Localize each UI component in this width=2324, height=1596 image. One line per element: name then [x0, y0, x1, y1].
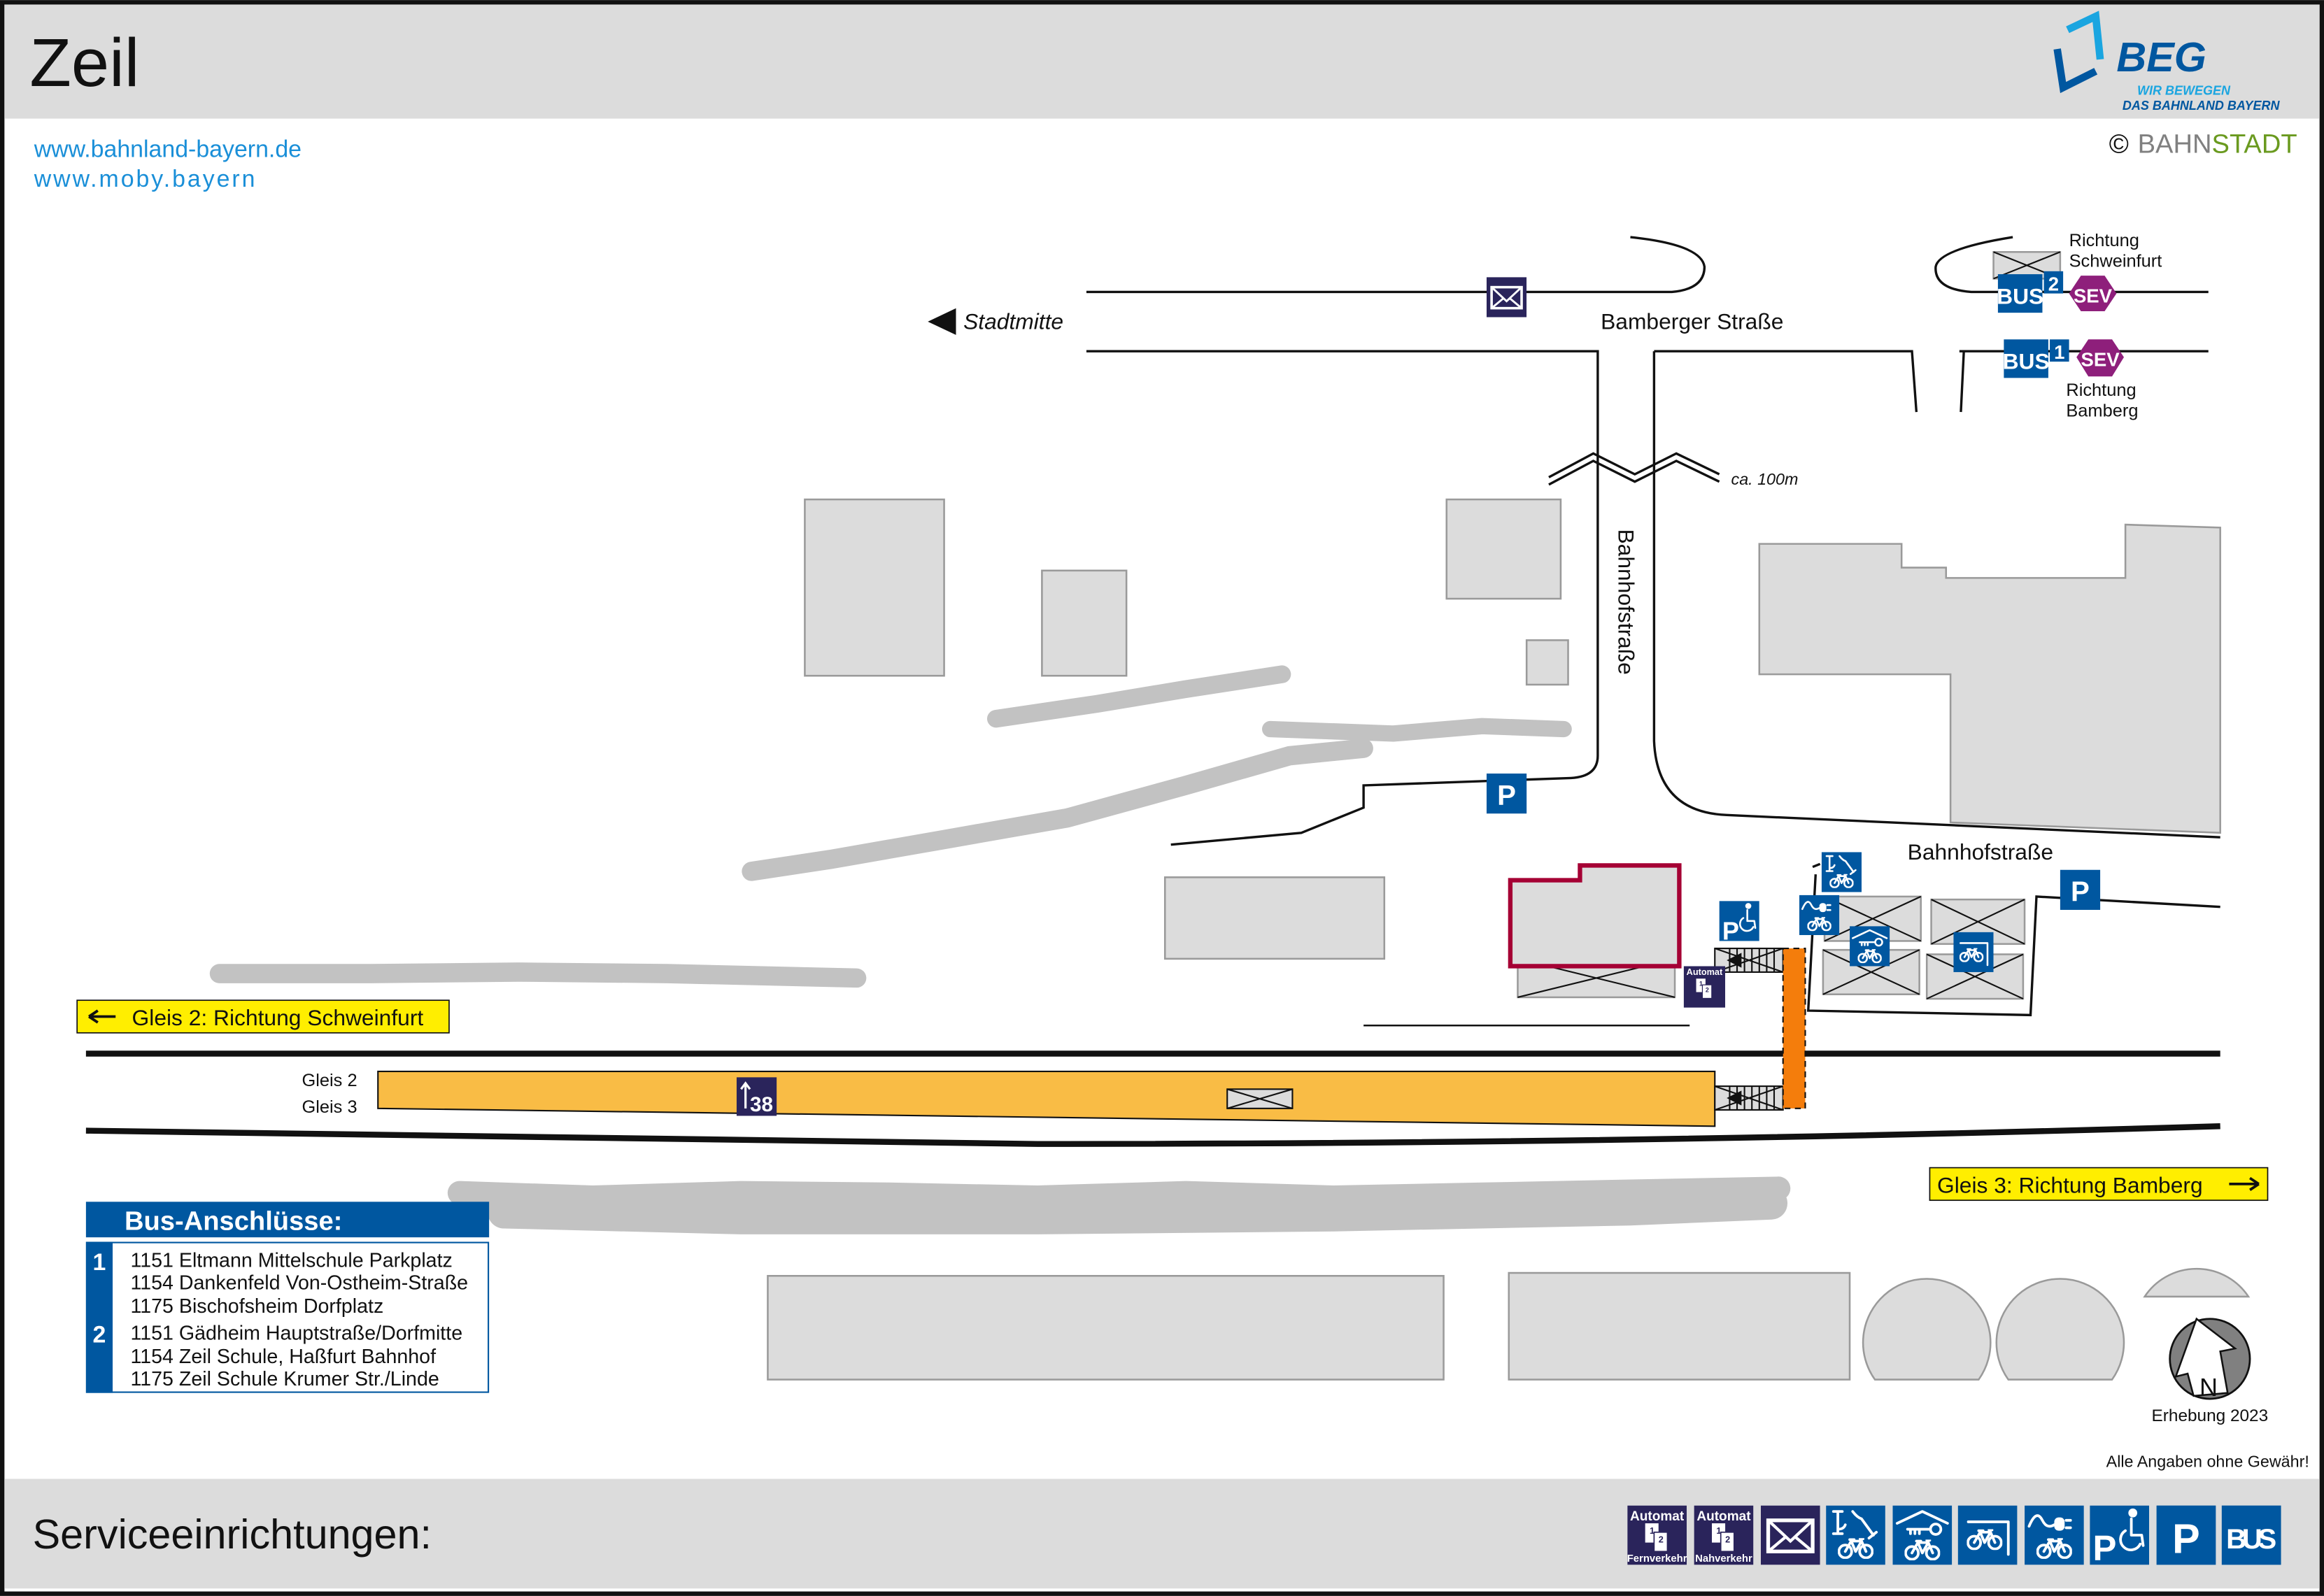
bike-service-icon [1822, 852, 1862, 892]
services-title: Serviceeinrichtungen: [33, 1511, 432, 1558]
stairs-lower [1714, 1085, 1784, 1111]
bus-icon: BUS [2221, 1505, 2281, 1565]
roads [1086, 236, 2220, 1017]
ebike-charging-icon [1799, 895, 1839, 935]
disabled-parking-icon: P [1719, 901, 1759, 945]
bus-line: 1151 Eltmann Mittelschule Parkplatz [130, 1250, 452, 1272]
disabled-parking-icon: P [2090, 1505, 2150, 1568]
parking-icon: P [2156, 1505, 2216, 1565]
svg-text:1: 1 [2054, 341, 2064, 363]
parking-icon: P [2060, 869, 2101, 910]
bike-service-icon [1826, 1506, 1885, 1565]
bike-parking-icon [1953, 932, 1993, 972]
direction-schweinfurt-line2: Schweinfurt [2069, 251, 2162, 271]
svg-text:Fernverkehr: Fernverkehr [1627, 1553, 1687, 1565]
svg-text:2: 2 [2048, 273, 2059, 294]
svg-text:BUS: BUS [2226, 1523, 2276, 1555]
track-label-gleis-3: Gleis 3: Richtung Bamberg [1929, 1167, 2269, 1202]
bus-line: 1154 Dankenfeld Von-Ostheim-Straße [130, 1271, 468, 1294]
header-bar [4, 4, 2320, 119]
stadtmitte-label: Stadtmitte [963, 308, 1063, 334]
parking-icon: P [1486, 774, 1527, 814]
mailbox-icon [1761, 1506, 1820, 1565]
ticket-machine-regional-icon: Automat Nahverkehr [1694, 1505, 1754, 1565]
north-arrow-icon: N [2141, 1299, 2279, 1402]
trees [209, 665, 1791, 1234]
svg-text:P: P [1722, 916, 1739, 945]
bus-connections-panel: Bus-Anschlüsse: 1 1151 Eltmann Mittelsch… [85, 1202, 490, 1393]
direction-bamberg-line1: Richtung [2066, 380, 2136, 400]
bahnstadt-copyright: ©BAHNSTADT [2109, 129, 2297, 159]
svg-text:Automat: Automat [1696, 1509, 1751, 1524]
svg-text:DAS BAHNLAND BAYERN: DAS BAHNLAND BAYERN [2123, 99, 2281, 113]
distance-label: ca. 100m [1731, 470, 1799, 488]
track-gleis-3 [85, 1123, 2220, 1147]
bike-locker-icon [1850, 926, 1890, 966]
svg-text:BUS: BUS [1997, 283, 2043, 308]
bike-locker-icon [1892, 1506, 1952, 1565]
ticket-machine-long-distance-icon: Automat Fernverkehr [1627, 1505, 1687, 1565]
gleis-2-label: Gleis 2 [302, 1071, 357, 1090]
bus-connections-title: Bus-Anschlüsse: [125, 1206, 342, 1237]
link-bahnland-bayern[interactable]: www.bahnland-bayern.de [34, 136, 302, 163]
arrow-left-icon [928, 308, 956, 335]
svg-text:BUS: BUS [2003, 349, 2050, 374]
bahnhofstrasse-label: Bahnhofstraße [1908, 839, 2053, 864]
platform [377, 1070, 1716, 1127]
disclaimer: Alle Angaben ohne Gewähr! [2106, 1453, 2309, 1471]
direction-schweinfurt-line1: Richtung [2069, 231, 2139, 250]
svg-text:SEV: SEV [2074, 285, 2113, 306]
ticket-machine-icon: Automat [1683, 966, 1726, 1008]
link-moby-bayern[interactable]: www.moby.bayern [34, 166, 257, 192]
bus-stop-1: BUS 1 SEV [2003, 339, 2124, 378]
shelter [1226, 1088, 1294, 1109]
svg-text:Gleis 2: Richtung Schweinfurt: Gleis 2: Richtung Schweinfurt [132, 1005, 424, 1030]
bus-stop-number: 2 [93, 1322, 106, 1348]
svg-text:P: P [2092, 1528, 2116, 1568]
bike-parking-icon [1958, 1506, 2018, 1565]
gleis-3-label: Gleis 3 [302, 1097, 357, 1117]
svg-text:38: 38 [750, 1093, 773, 1116]
svg-text:Automat: Automat [1630, 1509, 1685, 1524]
track-label-gleis-2: Gleis 2: Richtung Schweinfurt [76, 999, 450, 1034]
svg-text:P: P [1497, 780, 1516, 811]
svg-text:Nahverkehr: Nahverkehr [1695, 1553, 1752, 1565]
direction-bamberg-line2: Bamberg [2066, 401, 2138, 420]
svg-text:Gleis 3: Richtung Bamberg: Gleis 3: Richtung Bamberg [1937, 1173, 2203, 1198]
underpass [1782, 947, 1806, 1109]
svg-text:BEG: BEG [2116, 34, 2206, 80]
svg-text:P: P [2071, 876, 2090, 907]
survey-year: Erhebung 2023 [2152, 1406, 2269, 1425]
bus-stop-number: 1 [93, 1249, 106, 1276]
mailbox-icon [1486, 277, 1527, 318]
bamberger-strasse-label: Bamberger Straße [1601, 308, 1783, 334]
page-title: Zeil [29, 24, 139, 101]
bus-line: 1154 Zeil Schule, Haßfurt Bahnhof [130, 1346, 436, 1368]
service-icons: Automat Fernverkehr Automat Nahverkehr P… [1627, 1505, 2281, 1568]
beg-logo: BEG WIR BEWEGEN DAS BAHNLAND BAYERN [2053, 10, 2281, 113]
svg-text:P: P [2172, 1515, 2200, 1562]
bus-line: 1175 Bischofsheim Dorfplatz [130, 1295, 383, 1318]
svg-text:Automat: Automat [1687, 967, 1723, 977]
bus-stop-2: BUS 2 SEV [1997, 271, 2117, 313]
bahnhofstrasse-vertical-label: Bahnhofstraße [1614, 529, 1639, 674]
station-building [1508, 863, 1682, 969]
bus-line: 1151 Gädheim Hauptstraße/Dorfmitte [130, 1322, 462, 1344]
svg-text:N: N [2199, 1373, 2218, 1402]
platform-marker: 38 [736, 1077, 777, 1116]
bus-line: 1175 Zeil Schule Krumer Str./Linde [130, 1368, 439, 1390]
svg-text:WIR BEWEGEN: WIR BEWEGEN [2137, 84, 2231, 98]
svg-text:SEV: SEV [2081, 348, 2120, 370]
ebike-charging-icon [2025, 1506, 2084, 1565]
